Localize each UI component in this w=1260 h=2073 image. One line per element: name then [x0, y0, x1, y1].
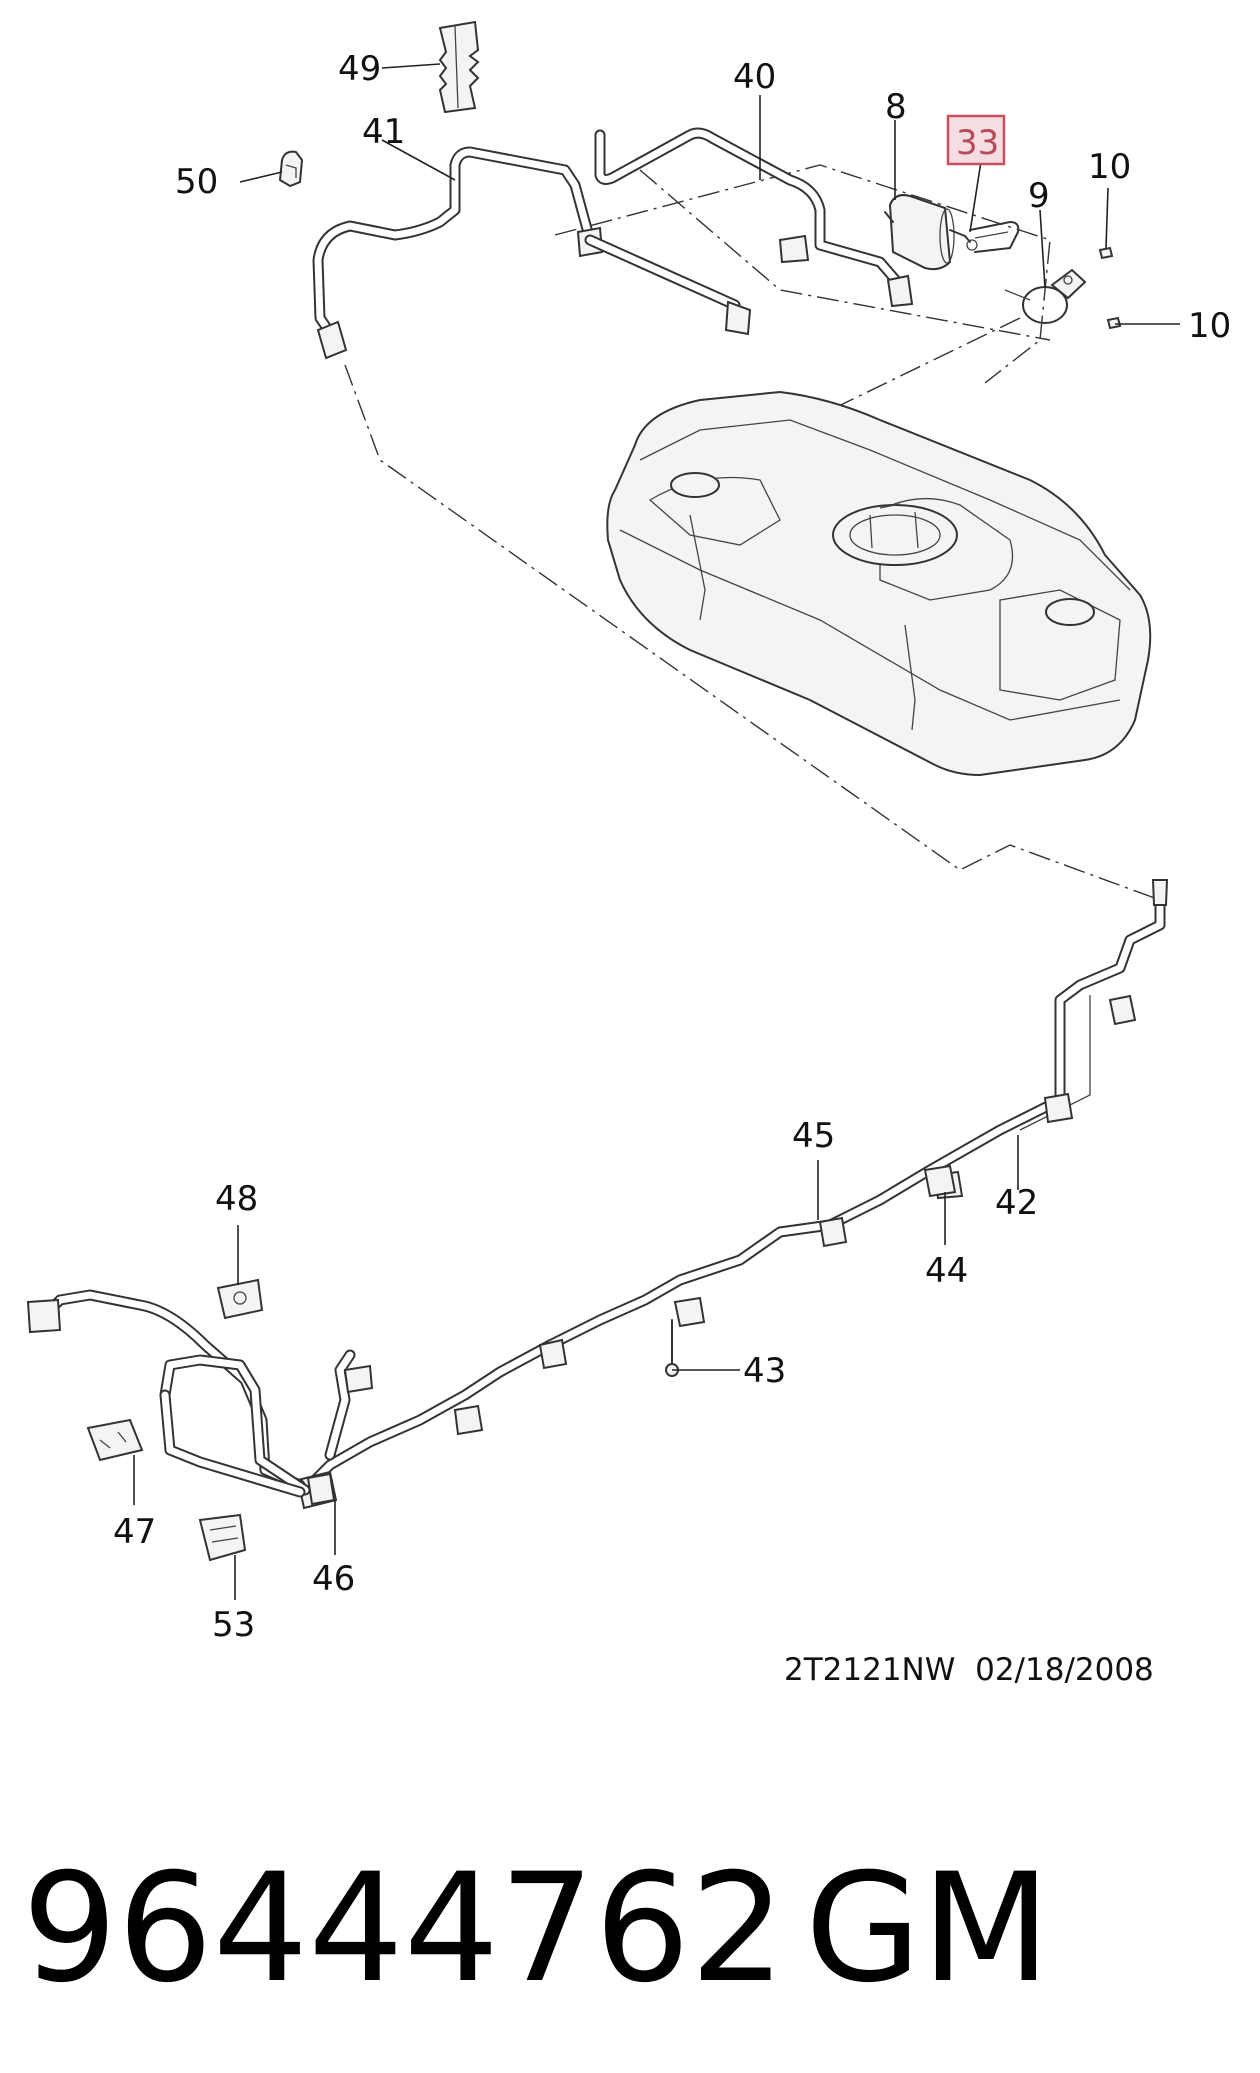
callout-10-top: 10	[1088, 147, 1131, 187]
leader-lines	[133, 63, 1180, 1600]
callout-42: 42	[995, 1183, 1038, 1223]
assembly-guide-lines	[344, 164, 1161, 901]
part-48-clip	[216, 1278, 264, 1320]
callout-46: 46	[312, 1559, 355, 1599]
part-50-clip	[278, 150, 304, 188]
callout-44: 44	[925, 1251, 968, 1291]
part-49-clip	[438, 20, 480, 114]
part-41-fuel-line	[312, 146, 752, 360]
line-clips	[296, 994, 1137, 1510]
part-47-clip	[86, 1418, 144, 1462]
fuel-tank	[606, 390, 1152, 777]
brand-name: GM	[805, 1842, 1051, 2016]
part-44-clip	[923, 1164, 957, 1198]
callout-41: 41	[362, 112, 405, 152]
part-46-clip	[306, 1472, 336, 1506]
callout-48: 48	[215, 1179, 258, 1219]
part-42-main-fuel-line	[304, 879, 1169, 1491]
drawing-code-date: 2T2121NW 02/18/2008	[784, 1652, 1154, 1688]
part-10-screws	[1098, 246, 1122, 330]
callout-40: 40	[733, 57, 776, 97]
callout-labels: 49 40 8 33 41 10 50 9 10 45 48 42 44 43 …	[113, 49, 1231, 1645]
callout-49: 49	[338, 49, 381, 89]
part-40-fuel-line	[594, 127, 914, 308]
rear-line-assembly	[26, 1289, 374, 1498]
callout-53: 53	[212, 1605, 255, 1645]
part-33-strap	[966, 221, 1020, 253]
callout-33: 33	[956, 123, 999, 163]
callout-47: 47	[113, 1512, 156, 1552]
callout-50: 50	[175, 162, 218, 202]
callout-9: 9	[1028, 176, 1050, 216]
part-8-fuel-filter	[884, 194, 971, 271]
callout-10-side: 10	[1188, 306, 1231, 346]
part-9-clamp	[1004, 268, 1087, 324]
part-53-clip	[198, 1513, 247, 1562]
callout-43: 43	[743, 1351, 786, 1391]
part-number: 96444762	[22, 1842, 785, 2016]
part-43-bolt	[665, 1319, 679, 1377]
callout-8: 8	[885, 87, 907, 127]
highlight-box-33	[946, 114, 1006, 166]
callout-45: 45	[792, 1116, 835, 1156]
